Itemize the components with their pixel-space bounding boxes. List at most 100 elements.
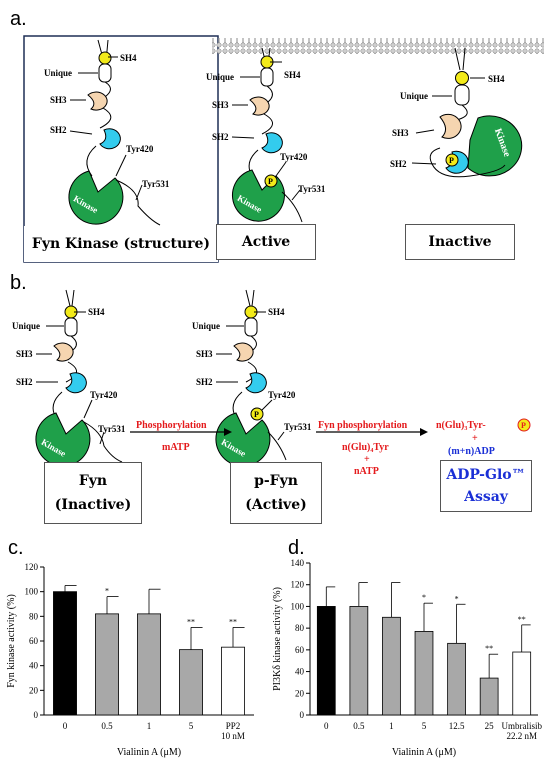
svg-text:SH3: SH3	[392, 128, 409, 138]
svg-text:SH4: SH4	[268, 307, 285, 317]
bar	[316, 606, 336, 716]
pfyn-box-title: p-Fyn	[254, 473, 298, 489]
panel-label-d: d.	[288, 537, 305, 559]
svg-text:SH2: SH2	[196, 377, 213, 387]
svg-text:P: P	[268, 177, 273, 186]
svg-text:SH2: SH2	[212, 132, 229, 142]
y-axis-label: PI3Kδ kinase activity (%)	[272, 587, 283, 691]
x-tick-label: 5	[422, 721, 427, 731]
svg-text:Tyr531: Tyr531	[98, 424, 126, 434]
svg-text:Unique: Unique	[12, 321, 40, 331]
sh4-domain	[98, 51, 112, 65]
panel-b-fyn-model: SH4 Unique SH3 SH2 Tyr420 Tyr531 Kinase	[12, 289, 126, 467]
svg-text:SH2: SH2	[390, 159, 407, 169]
x-tick-label: 0	[324, 721, 329, 731]
sh3-domain	[87, 91, 108, 111]
tyr420-label: Tyr420	[126, 144, 154, 154]
bar	[137, 613, 161, 716]
x-tick-sublabel: 22.2 nM	[506, 731, 537, 741]
adp-glo-assay-box: ADP-Glo™ Assay	[440, 460, 532, 512]
adp-label: (m+n)ADP	[448, 446, 495, 457]
product-plus-label: +	[472, 433, 478, 444]
significance-mark: *	[105, 587, 109, 596]
phosphorylation-label: Phosphorylation	[136, 420, 207, 431]
bar	[447, 642, 466, 716]
fyn-box-title: Fyn	[78, 473, 108, 489]
significance-mark: **	[229, 617, 237, 626]
assay-title: ADP-Glo™	[446, 467, 526, 483]
bar	[512, 651, 532, 716]
y-tick-label: 100	[25, 587, 39, 597]
pfyn-box-subtitle: (Active)	[245, 497, 307, 513]
y-tick-label: 80	[29, 611, 39, 621]
significance-mark: **	[187, 617, 195, 626]
x-tick-label: 1	[147, 721, 152, 731]
svg-text:Unique: Unique	[206, 72, 234, 82]
cell-membrane	[212, 38, 544, 54]
svg-text:Tyr531: Tyr531	[298, 184, 326, 194]
inactive-caption: Inactive	[405, 224, 515, 260]
unique-label: Unique	[44, 68, 72, 78]
y-tick-label: 60	[295, 645, 305, 655]
x-axis-label: Vialinin A (μM)	[117, 747, 181, 758]
svg-text:SH3: SH3	[16, 349, 33, 359]
fyn-box-subtitle: (Inactive)	[54, 497, 132, 513]
svg-text:P: P	[521, 421, 526, 430]
y-tick-label: 80	[295, 623, 305, 633]
x-tick-label: 25	[485, 721, 495, 731]
structure-frame	[23, 35, 219, 263]
significance-mark: **	[485, 644, 493, 653]
x-tick-label: 0.5	[101, 721, 113, 731]
svg-text:SH4: SH4	[88, 307, 105, 317]
svg-text:Tyr420: Tyr420	[90, 390, 118, 400]
fyn-structure-model: SH4 Unique SH3 SH2 Tyr420 Tyr531 Kinase	[44, 39, 170, 226]
structure-caption: Fyn Kinase (structure)	[24, 226, 218, 262]
kinase-domain	[68, 170, 124, 225]
fyn-inactive-model: Kinase P SH4 Unique SH3 SH2	[390, 47, 523, 178]
sh4-label: SH4	[120, 53, 137, 63]
panel-label-c: c.	[8, 537, 24, 559]
unique-domain	[98, 63, 112, 83]
fyn-inactive-box: Fyn (Inactive)	[44, 462, 142, 524]
tyr531-label: Tyr531	[142, 179, 170, 189]
bar	[349, 606, 369, 716]
svg-text:P: P	[254, 410, 259, 419]
svg-text:Tyr420: Tyr420	[268, 390, 296, 400]
y-tick-label: 120	[291, 580, 305, 590]
significance-mark: **	[518, 615, 526, 624]
kinase-diagrams: SH4 Unique SH3 SH2 Tyr420 Tyr531 Kinase …	[12, 35, 544, 477]
x-tick-label: 0.5	[353, 721, 365, 731]
x-tick-label: 5	[189, 721, 194, 731]
x-axis-label: Vialinin A (μM)	[392, 747, 456, 758]
svg-text:SH4: SH4	[488, 74, 505, 84]
svg-text:Unique: Unique	[192, 321, 220, 331]
svg-text:SH4: SH4	[284, 70, 301, 80]
panel-b-pfyn-model: P SH4 Unique SH3 SH2 Tyr420 Tyr531 Kinas…	[192, 289, 312, 467]
svg-text:Unique: Unique	[400, 91, 428, 101]
svg-text:Tyr531: Tyr531	[284, 422, 312, 432]
y-tick-label: 120	[25, 562, 39, 572]
pfyn-active-box: p-Fyn (Active)	[230, 462, 322, 524]
sh3-label: SH3	[50, 95, 67, 105]
svg-text:P: P	[449, 156, 454, 165]
bar	[479, 677, 499, 716]
phosphate-icon	[517, 418, 531, 432]
active-caption: Active	[216, 224, 316, 260]
y-tick-label: 60	[29, 636, 39, 646]
y-tick-label: 100	[291, 601, 305, 611]
assay-subtitle: Assay	[464, 489, 508, 505]
x-tick-label: 12.5	[449, 721, 465, 731]
y-tick-label: 20	[295, 688, 305, 698]
y-tick-label: 20	[29, 685, 39, 695]
y-tick-label: 40	[295, 667, 305, 677]
bar	[95, 613, 119, 716]
y-tick-label: 0	[34, 710, 39, 720]
x-tick-label: 1	[389, 721, 394, 731]
x-tick-label: Umbralisib	[501, 721, 542, 731]
y-tick-label: 40	[29, 661, 39, 671]
sh2-label: SH2	[50, 125, 67, 135]
bar	[414, 631, 434, 716]
bar	[179, 649, 203, 716]
bar	[382, 616, 401, 716]
